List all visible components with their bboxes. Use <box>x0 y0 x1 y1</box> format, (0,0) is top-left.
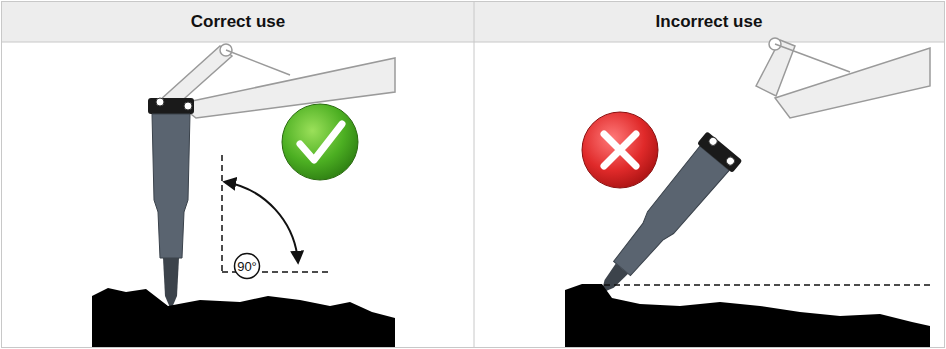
chisel <box>163 258 179 310</box>
vertical-reference <box>221 155 223 272</box>
check-mark <box>300 124 342 160</box>
horizontal-reference <box>604 284 930 286</box>
angle-value: 90° <box>237 259 257 274</box>
circle-outline <box>235 254 260 279</box>
column-header: Incorrect use <box>656 12 763 32</box>
cross-icon <box>582 112 658 188</box>
ground <box>92 288 395 347</box>
breaker-body <box>152 114 190 258</box>
angle-arc <box>225 182 298 262</box>
excavator-boom <box>756 38 930 118</box>
tilted-breaker <box>584 131 743 308</box>
excavator-boom <box>160 44 395 118</box>
cross-mark <box>604 134 636 166</box>
column-header: Correct use <box>191 12 285 32</box>
row-line <box>2 42 944 43</box>
angle-badge: 90° <box>233 252 261 280</box>
breaker-bracket <box>148 98 194 114</box>
pivot <box>184 102 192 110</box>
check-icon <box>282 104 358 180</box>
ground <box>565 284 930 347</box>
header-row <box>2 2 944 42</box>
column-line <box>474 2 475 347</box>
pivot <box>156 98 164 106</box>
